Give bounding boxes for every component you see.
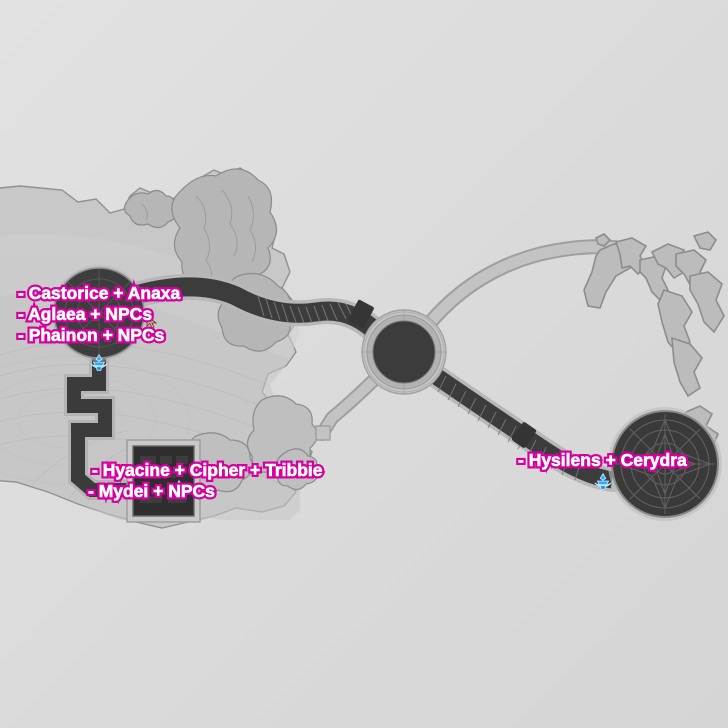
annotation-line: - Mydei + NPCs - Mydei + NPCs (86, 479, 218, 504)
teleport-anchor-glyph (90, 353, 108, 371)
mouse-cursor (146, 315, 158, 329)
structure-southwest-building (126, 439, 201, 523)
cursor-arrow-icon (146, 315, 158, 329)
node-southeast (608, 407, 722, 521)
teleport-anchor-icon[interactable] (88, 352, 110, 374)
annotation-southeast-node[interactable]: - Hysilens + Cerydra - Hysilens + Cerydr… (516, 448, 690, 473)
annotation-northwest-node[interactable]: - Castorice + Anaxa - Castorice + Anaxa … (15, 281, 182, 348)
annotation-line: - Hyacine + Cipher + Tribbie - Hyacine +… (90, 458, 325, 483)
annotation-southwest-structure[interactable]: - Hyacine + Cipher + Tribbie - Hyacine +… (86, 458, 325, 504)
annotation-line: - Hysilens + Cerydra - Hysilens + Cerydr… (516, 448, 690, 473)
road-hub-to-northeast-arc (416, 239, 638, 338)
teleport-anchor-glyph (594, 472, 612, 490)
annotation-line: - Castorice + Anaxa - Castorice + Anaxa (15, 281, 182, 306)
node-northwest (51, 265, 147, 361)
road-hub-to-southeast (418, 360, 624, 492)
annotation-line: - Phainon + NPCs - Phainon + NPCs (15, 323, 166, 348)
road-northwest-to-structure (64, 350, 172, 500)
teleport-anchor-icon[interactable] (168, 478, 190, 500)
east-landmass (583, 231, 725, 450)
annotation-line: - Aglaea + NPCs - Aglaea + NPCs (15, 302, 154, 327)
teleport-anchor-glyph (170, 479, 188, 497)
node-center-hub (361, 309, 447, 395)
road-northwest-to-hub (107, 273, 393, 349)
teleport-anchor-icon[interactable] (592, 471, 614, 493)
